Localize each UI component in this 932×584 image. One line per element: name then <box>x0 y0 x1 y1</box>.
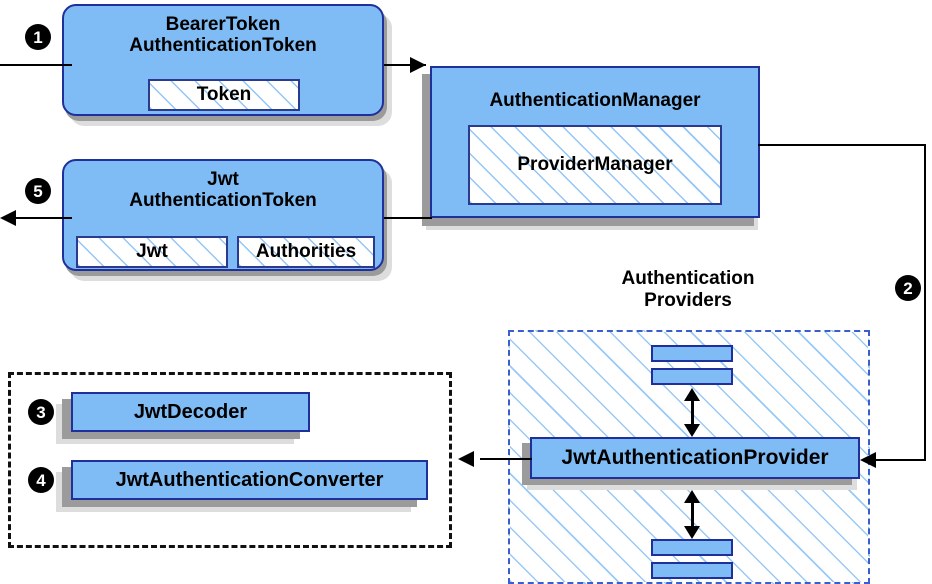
jwt-authentication-converter-box[interactable]: JwtAuthenticationConverter <box>71 460 428 500</box>
step-marker-2: 2 <box>895 275 921 301</box>
provider-stub-bottom-2 <box>651 562 733 579</box>
authentication-providers-label: Authentication Providers <box>588 268 788 312</box>
step-marker-5: 5 <box>25 178 51 204</box>
jwt-inner-box[interactable]: Jwt <box>76 236 228 268</box>
step-marker-4: 4 <box>28 467 54 493</box>
providers-label-line2: Providers <box>644 289 732 311</box>
provider-to-support-line <box>480 458 532 460</box>
step-4-number: 4 <box>36 470 46 490</box>
step-marker-1: 1 <box>25 24 51 50</box>
bearer-token-line2: AuthenticationToken <box>129 35 317 57</box>
step-2-number: 2 <box>903 278 913 298</box>
provider-in-line-h <box>872 459 926 461</box>
jwt-support-container <box>8 372 452 548</box>
authentication-manager-title: AuthenticationManager <box>489 90 701 111</box>
authorities-inner-box[interactable]: Authorities <box>237 236 375 268</box>
jwt-decoder-box[interactable]: JwtDecoder <box>71 392 310 432</box>
jwt-authentication-provider-label: JwtAuthenticationProvider <box>561 446 829 470</box>
jwt-decoder-label: JwtDecoder <box>133 400 248 423</box>
provider-manager-label: ProviderManager <box>517 154 673 175</box>
step-marker-3: 3 <box>28 399 54 425</box>
provider-stub-bottom-1 <box>651 539 733 556</box>
outbound-response-line <box>8 217 72 219</box>
token-inner-box[interactable]: Token <box>148 79 300 111</box>
inbound-request-line <box>0 64 72 66</box>
provider-manager-inner-box[interactable]: ProviderManager <box>468 125 722 205</box>
jwt-authentication-provider-box[interactable]: JwtAuthenticationProvider <box>530 437 860 479</box>
manager-out-line-v <box>924 144 926 460</box>
provider-link-top-line <box>691 392 694 432</box>
jwt-token-line1: Jwt <box>207 169 239 190</box>
token-inner-label: Token <box>196 84 252 105</box>
provider-to-support-arrowhead <box>458 451 474 467</box>
provider-link-top-arrow-down <box>684 424 700 437</box>
step-5-number: 5 <box>33 181 43 201</box>
provider-link-top-arrow-up <box>684 388 700 401</box>
provider-link-bottom-arrow-down <box>684 526 700 539</box>
manager-to-jwt-token-line <box>384 217 432 219</box>
provider-in-arrowhead <box>860 452 876 468</box>
bearer-to-manager-arrowhead <box>410 57 426 73</box>
jwt-authentication-converter-label: JwtAuthenticationConverter <box>115 468 384 491</box>
jwt-token-line2: AuthenticationToken <box>129 190 317 212</box>
manager-out-line-h <box>758 144 926 146</box>
authorities-inner-label: Authorities <box>255 241 357 262</box>
provider-link-bottom-arrow-up <box>684 490 700 503</box>
provider-stub-top-2 <box>651 368 733 385</box>
step-1-number: 1 <box>33 27 43 47</box>
jwt-inner-label: Jwt <box>136 241 168 262</box>
provider-link-bottom-line <box>691 494 694 534</box>
bearer-token-line1: BearerToken <box>165 14 281 35</box>
outbound-response-arrowhead <box>0 210 16 226</box>
providers-label-line1: Authentication <box>621 268 755 289</box>
bearer-to-manager-line <box>384 64 426 66</box>
step-3-number: 3 <box>36 402 46 422</box>
provider-stub-top-1 <box>651 345 733 362</box>
